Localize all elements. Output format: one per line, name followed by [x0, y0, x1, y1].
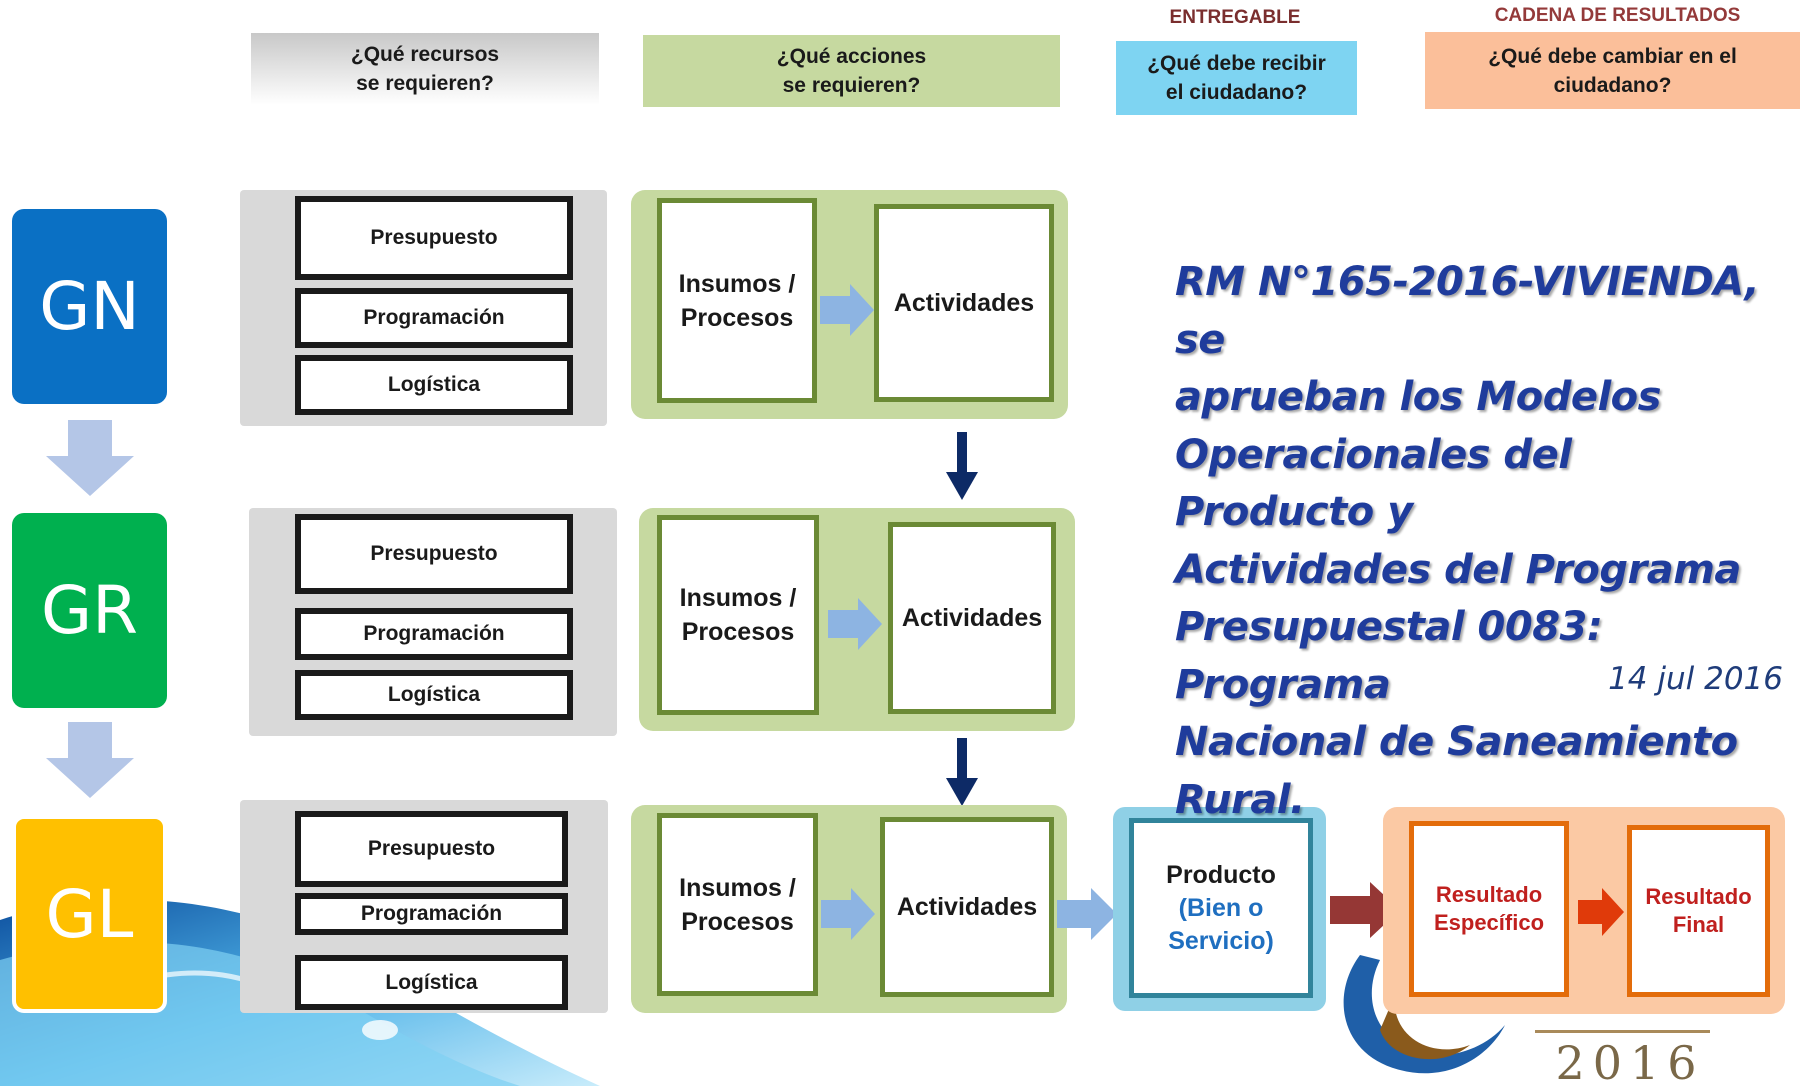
activities-box: Actividades — [880, 817, 1054, 997]
announcement-line: RM N°165-2016-VIVIENDA, se — [1175, 259, 1760, 363]
activities-box: Actividades — [874, 204, 1054, 402]
down-arrow-dark-icon — [946, 432, 978, 500]
footer-rule — [1535, 1030, 1710, 1033]
activities-box: Actividades — [888, 522, 1056, 714]
right-arrow-icon — [820, 284, 874, 336]
down-arrow-dark-icon — [946, 738, 978, 806]
resource-presupuesto: Presupuesto — [295, 196, 573, 280]
level-gl-badge: GL — [12, 815, 167, 1013]
resource-logistica: Logística — [295, 355, 573, 415]
header-entregable: ¿Qué debe recibir el ciudadano? — [1116, 41, 1357, 115]
inputs-box: Insumos / Procesos — [657, 198, 817, 403]
resource-programacion: Programación — [295, 288, 573, 348]
product-box: Producto (Bien o Servicio) — [1129, 818, 1313, 998]
resource-presupuesto: Presupuesto — [295, 811, 568, 887]
right-arrow-icon — [1057, 888, 1117, 940]
header-acciones: ¿Qué acciones se requieren? — [643, 35, 1060, 107]
inputs-box: Insumos / Procesos — [657, 813, 818, 996]
resource-programacion: Programación — [295, 608, 573, 660]
inputs-box: Insumos / Procesos — [657, 515, 819, 715]
resource-logistica: Logística — [295, 670, 573, 720]
logo-swirl-icon — [1343, 955, 1505, 1074]
header-recursos: ¿Qué recursos se requieren? — [251, 33, 599, 105]
announcement-line: Nacional de Saneamiento — [1175, 719, 1738, 765]
right-arrow-red-icon — [1330, 882, 1400, 938]
resource-presupuesto: Presupuesto — [295, 514, 573, 594]
right-arrow-orange-icon — [1578, 888, 1624, 936]
level-gn-badge: GN — [12, 209, 167, 404]
right-arrow-icon — [821, 888, 875, 940]
announcement-line: aprueban los Modelos — [1175, 374, 1661, 420]
announcement-line: Actividades del Programa — [1175, 546, 1741, 593]
result-specific-box: Resultado Específico — [1409, 821, 1569, 997]
right-arrow-icon — [828, 598, 882, 650]
resource-logistica: Logística — [295, 955, 568, 1010]
product-subtitle: (Bien o Servicio) — [1168, 893, 1274, 955]
label-entregable: ENTREGABLE — [1169, 7, 1301, 28]
down-arrow-icon — [46, 722, 134, 798]
announcement-text: RM N°165-2016-VIVIENDA, se aprueban los … — [1175, 254, 1775, 829]
announcement-line: Operacionales del Producto y — [1175, 431, 1572, 536]
label-cadena: CADENA DE RESULTADOS — [1494, 5, 1741, 26]
header-cadena: ¿Qué debe cambiar en el ciudadano? — [1425, 32, 1800, 109]
product-title: Producto — [1166, 860, 1276, 889]
level-gr-badge: GR — [12, 513, 167, 708]
result-final-box: Resultado Final — [1627, 825, 1770, 997]
announcement-line: Rural. — [1175, 776, 1305, 823]
footer-year: 2016 — [1555, 1036, 1705, 1090]
resource-programacion: Programación — [295, 893, 568, 935]
announcement-line: Presupuestal 0083: Programa — [1175, 604, 1603, 708]
announcement-date: 14 jul 2016 — [1608, 661, 1783, 697]
down-arrow-icon — [46, 420, 134, 496]
